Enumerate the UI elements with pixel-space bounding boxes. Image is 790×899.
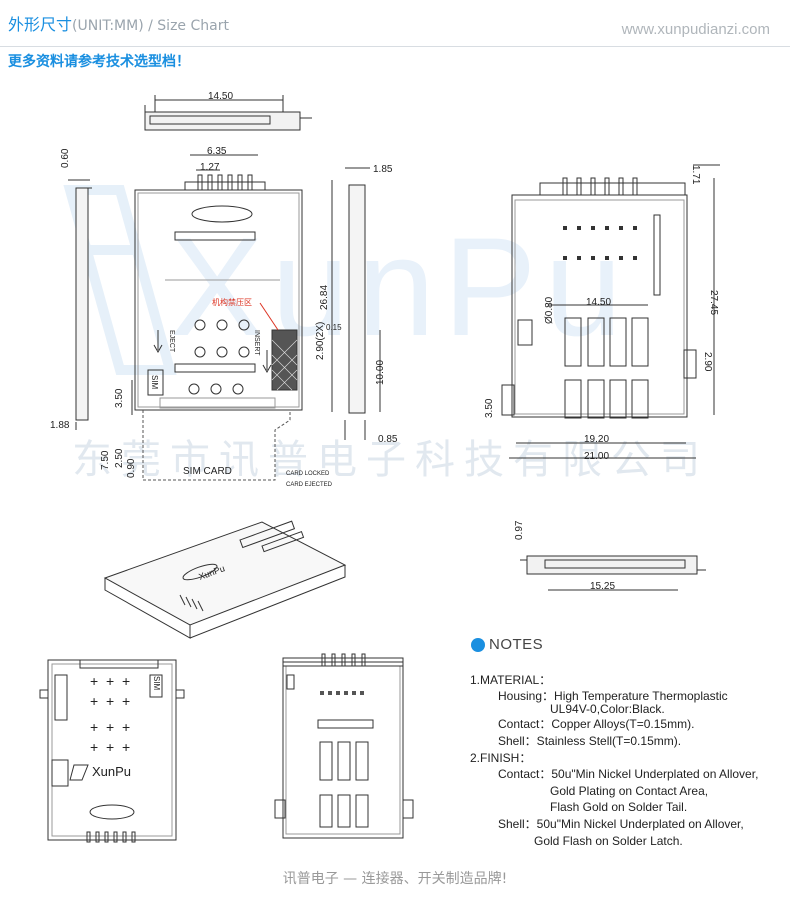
svg-text:+: + xyxy=(106,739,114,755)
dim-side-thk: 1.85 xyxy=(373,164,393,175)
dim-250: 2.50 xyxy=(114,448,125,468)
dim-085: 0.85 xyxy=(378,434,398,445)
bottom-side-view: 0.97 15.25 xyxy=(514,520,706,592)
svg-text:+: + xyxy=(106,673,114,689)
notes-bullet-icon xyxy=(471,637,485,652)
fp-dim-350: 3.50 xyxy=(484,398,495,418)
tech-doc-link[interactable]: 更多资料请参考技术选型档！ xyxy=(8,54,190,70)
sim-label: SIM xyxy=(150,375,159,390)
dim-750: 7.50 xyxy=(100,450,111,470)
footprint-pins xyxy=(562,177,638,196)
dim-pitch-span: 6.35 xyxy=(207,146,227,157)
header-divider xyxy=(0,46,790,47)
fp-dim-171: 1.71 xyxy=(690,165,701,185)
dim-top-width: 14.50 xyxy=(208,91,233,102)
bm-pins xyxy=(321,653,366,667)
svg-text:+: + xyxy=(106,719,114,735)
site-url[interactable]: www.xunpudianzi.com xyxy=(621,21,770,38)
pins-top xyxy=(197,174,253,191)
notes-finish-shell-2: Gold Flash on Solder Latch. xyxy=(534,834,683,848)
notes-panel: NOTES 1.MATERIAL： Housing：High Temperatu… xyxy=(468,636,788,848)
dim-350: 3.50 xyxy=(114,388,125,408)
bl-sim-label: SIM xyxy=(152,676,161,691)
dim-overall-h: 26.84 xyxy=(319,285,330,310)
card-locked-label: CARD LOCKED xyxy=(286,471,330,477)
dim-090: 0.90 xyxy=(126,458,137,478)
notes-housing: Housing：High Temperature Thermoplastic xyxy=(498,689,728,703)
dim-len-10: 10.00 xyxy=(375,360,386,385)
notes-finish-heading: 2.FINISH： xyxy=(470,751,532,765)
notes-contact: Contact：Copper Alloys(T=0.15mm). xyxy=(498,717,695,731)
svg-text:+: + xyxy=(122,739,130,755)
svg-text:+: + xyxy=(122,693,130,709)
left-side-view: 0.60 1.88 xyxy=(50,148,92,431)
svg-text:+: + xyxy=(106,693,114,709)
main-right-dims: 1.85 26.84 2.90(2X) 0.15 10.00 0.85 xyxy=(315,164,398,445)
fp-dim-290: 2.90 xyxy=(702,352,713,372)
svg-text:+: + xyxy=(90,693,98,709)
bottom-middle-view xyxy=(274,653,414,839)
notes-finish-shell: Shell：50u"Min Nickel Underplated on Allo… xyxy=(498,817,744,831)
svg-text:+: + xyxy=(90,719,98,735)
mech-zone-label: 机构禁压区 xyxy=(212,297,252,307)
fp-dim-2745: 27.45 xyxy=(708,290,719,315)
eject-label: EJECT xyxy=(168,330,175,353)
isometric-view: XunPu xyxy=(103,520,347,639)
fp-dim-2100: 21.00 xyxy=(584,451,609,462)
notes-housing-2: UL94V-0,Color:Black. xyxy=(550,702,665,716)
bl-brand: XunPu xyxy=(92,764,131,779)
svg-text:+: + xyxy=(122,673,130,689)
bottom-left-view: SIM + + + + + + + + + + + + XunPu xyxy=(39,659,185,843)
dim-contact-t: 0.15 xyxy=(326,323,342,332)
card-ejected-label: CARD EJECTED xyxy=(286,482,333,488)
page-title: 外形尺寸(UNIT:MM) / Size Chart xyxy=(8,11,229,35)
title-unit: (UNIT:MM) / Size Chart xyxy=(72,18,229,34)
bl-pins xyxy=(86,831,136,843)
footprint-view: 14.50 Ø0.80 1.71 27.45 2.90 3.50 19.20 2… xyxy=(484,164,720,462)
contact-holes xyxy=(188,319,250,395)
notes-material-heading: 1.MATERIAL： xyxy=(470,673,552,687)
sim-card-label: SIM CARD xyxy=(183,466,232,477)
dim-height-left: 0.60 xyxy=(60,148,71,168)
main-left-dims: 3.50 7.50 2.50 0.90 xyxy=(100,380,137,478)
fp-dim-1920: 19.20 xyxy=(584,434,609,445)
fp-dim-080: Ø0.80 xyxy=(544,296,555,324)
footer-slogan: 讯普电子 — 连接器、开关制造品牌! xyxy=(282,871,508,887)
notes-title: NOTES xyxy=(489,636,544,653)
main-top-view: 机构禁压区 EJECT INSERT SIM 6.35 1.27 SIM CAR… xyxy=(134,146,333,488)
svg-text:+: + xyxy=(90,673,98,689)
fp-dim-1450: 14.50 xyxy=(586,297,611,308)
page-header: 外形尺寸(UNIT:MM) / Size Chart www.xunpudian… xyxy=(0,0,790,48)
bot-dim-1525: 15.25 xyxy=(590,581,615,592)
dim-188: 1.88 xyxy=(50,420,70,431)
bot-dim-097: 0.97 xyxy=(514,520,525,540)
dim-two-x: 2.90(2X) xyxy=(315,322,326,360)
notes-header: NOTES xyxy=(471,636,788,653)
footprint-pads xyxy=(564,317,649,419)
top-side-view: 14.50 xyxy=(144,91,312,131)
insert-label: INSERT xyxy=(253,330,260,356)
notes-finish-contact-2: Gold Plating on Contact Area, xyxy=(550,784,709,798)
svg-text:+: + xyxy=(90,739,98,755)
svg-text:+: + xyxy=(122,719,130,735)
dim-pitch: 1.27 xyxy=(200,162,220,173)
notes-shell: Shell：Stainless Stell(T=0.15mm). xyxy=(498,734,682,748)
notes-finish-contact: Contact：50u"Min Nickel Underplated on Al… xyxy=(498,767,759,781)
title-cn: 外形尺寸 xyxy=(8,15,73,34)
notes-finish-contact-3: Flash Gold on Solder Tail. xyxy=(550,800,688,814)
